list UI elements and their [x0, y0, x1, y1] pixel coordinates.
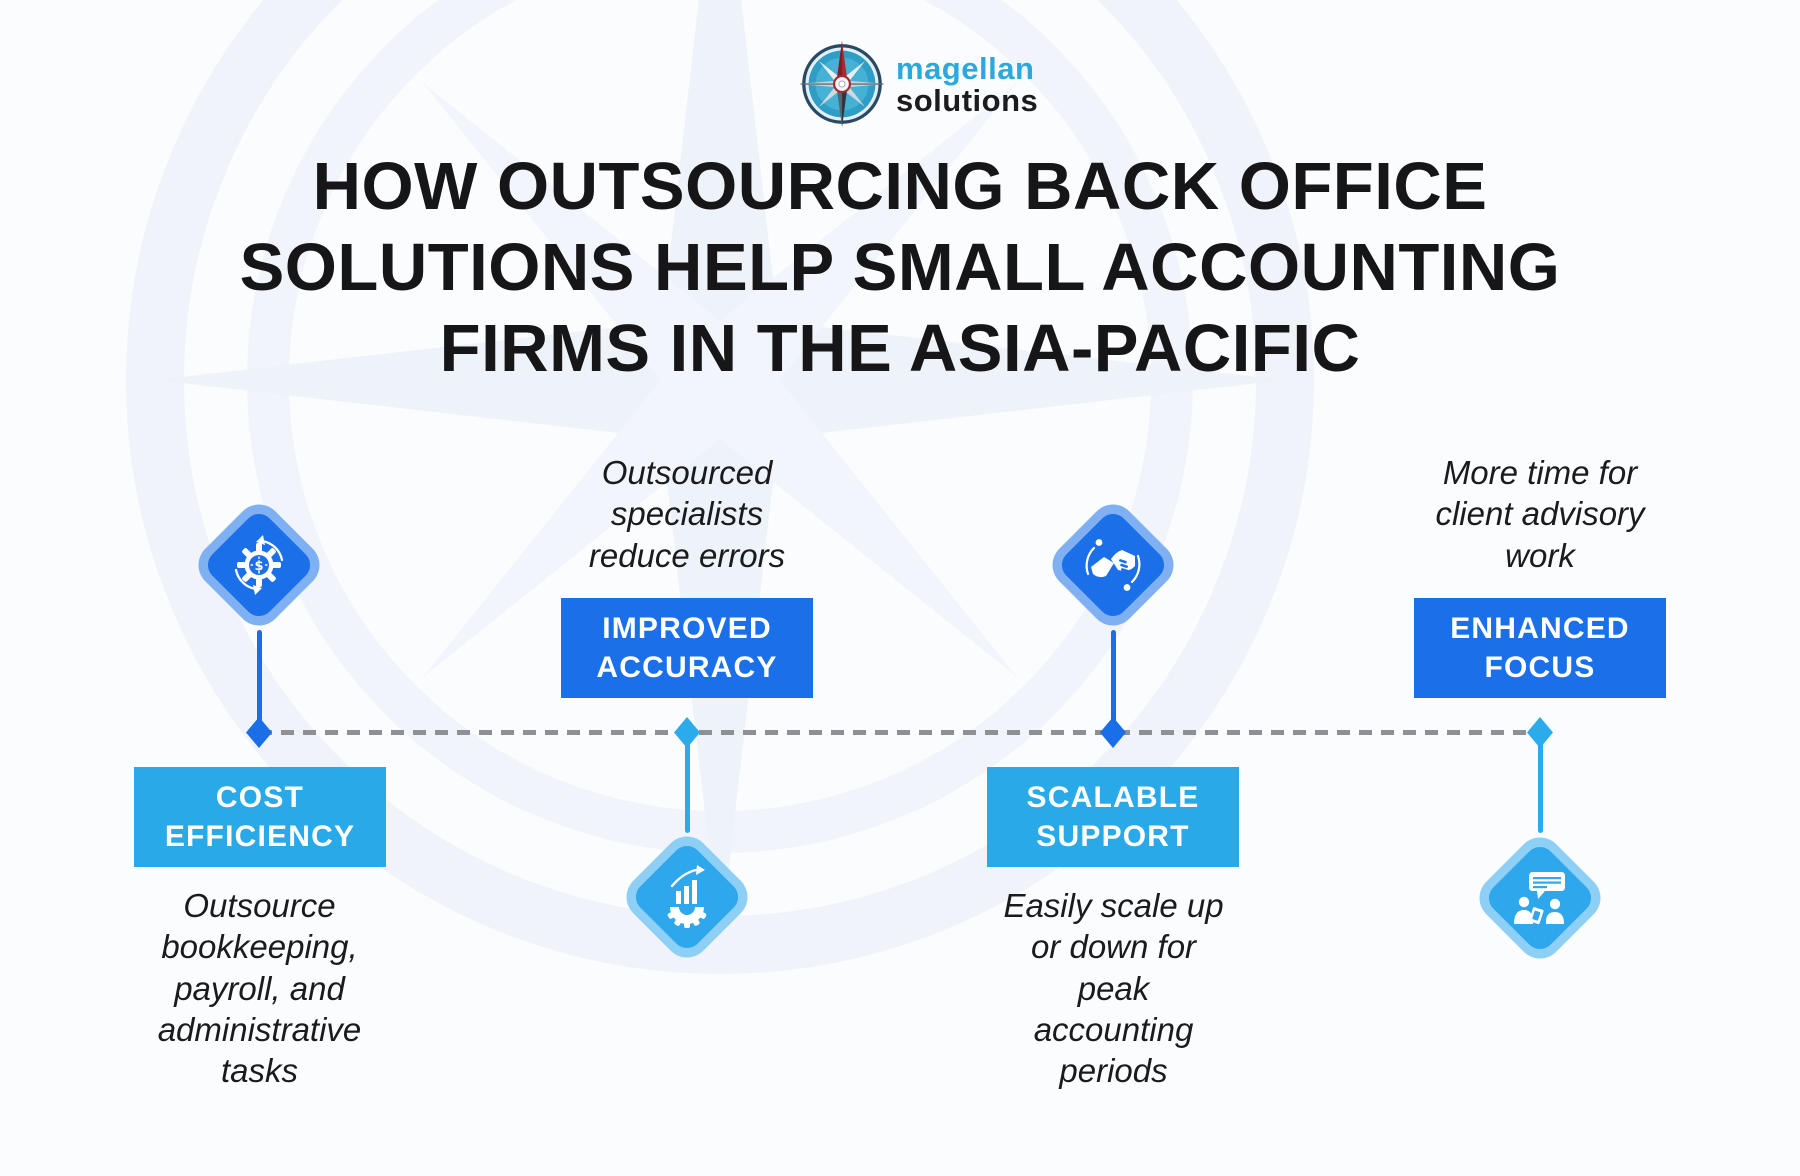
- milestone-4-marker: [1527, 717, 1553, 748]
- milestone-2-connector: [685, 733, 690, 833]
- milestone-2-description: Outsourced specialists reduce errors: [588, 454, 786, 574]
- milestone-4-connector: [1538, 733, 1543, 833]
- milestone-1-description: Outsource bookkeeping, payroll, and admi…: [157, 887, 362, 1089]
- milestone-1-label: COST EFFICIENCY: [164, 781, 356, 853]
- gear-dollar-cycle-icon: $: [234, 535, 284, 595]
- milestone-4-label-box: ENHANCED FOCUS: [1414, 598, 1666, 698]
- milestone-1-label-box: COST EFFICIENCY: [134, 767, 386, 867]
- brand-logo: magellan solutions: [798, 40, 1038, 128]
- brand-name-primary: magellan: [896, 50, 1035, 86]
- growth-chart-gear-icon: [667, 865, 707, 928]
- milestone-2-label-box: IMPROVED ACCURACY: [561, 598, 813, 698]
- milestone-3-marker: [1100, 717, 1126, 748]
- milestone-3-label: SCALABLE SUPPORT: [1026, 781, 1200, 853]
- milestone-1-marker: [246, 717, 272, 748]
- brand-name-secondary: solutions: [896, 82, 1039, 118]
- page-title: HOW OUTSOURCING BACK OFFICE SOLUTIONS HE…: [0, 146, 1800, 389]
- milestone-3-label-box: SCALABLE SUPPORT: [987, 767, 1239, 867]
- timeline-dashed-line: [259, 730, 1540, 735]
- milestone-2-label: IMPROVED ACCURACY: [596, 612, 778, 684]
- title-line-3: FIRMS IN THE ASIA-PACIFIC: [439, 311, 1361, 387]
- milestone-1-diamond: $: [188, 494, 330, 636]
- milestone-2-marker: [674, 717, 700, 748]
- compass-watermark: [126, 0, 1314, 974]
- title-line-1: HOW OUTSOURCING BACK OFFICE: [312, 149, 1488, 224]
- milestone-3-connector: [1111, 630, 1116, 734]
- milestone-4-diamond: [1469, 827, 1611, 969]
- milestone-4-description: More time for client advisory work: [1435, 454, 1645, 574]
- milestone-2-diamond: [616, 826, 758, 968]
- milestone-4-label: ENHANCED FOCUS: [1450, 612, 1630, 684]
- milestone-1-connector: [257, 630, 262, 734]
- brand-wordmark: magellan solutions: [896, 53, 1038, 116]
- svg-text:$: $: [254, 559, 263, 574]
- handshake-cycle-icon: [1085, 539, 1141, 591]
- milestone-3-diamond: [1042, 494, 1184, 636]
- milestone-3-description: Easily scale up or down for peak account…: [1003, 887, 1224, 1089]
- compass-logo-icon: [798, 40, 886, 128]
- advisory-people-chat-icon: [1514, 872, 1565, 925]
- title-line-2: SOLUTIONS HELP SMALL ACCOUNTING: [239, 230, 1561, 306]
